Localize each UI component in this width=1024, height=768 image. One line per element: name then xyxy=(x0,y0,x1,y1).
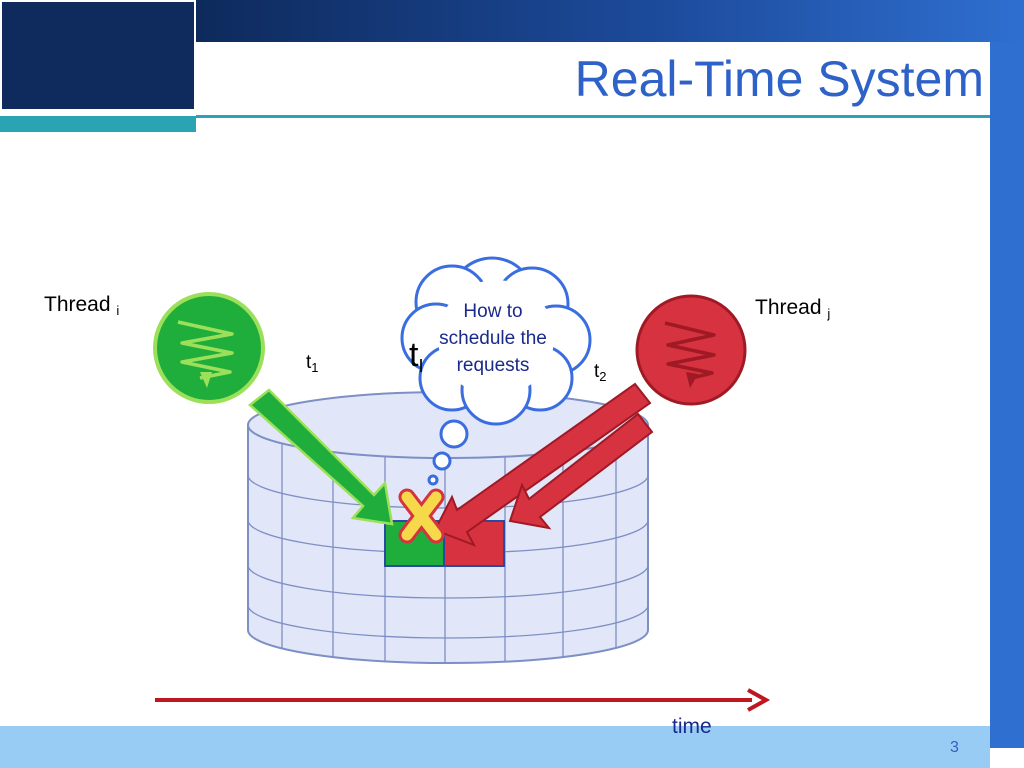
arrow-thread-j-1 xyxy=(433,382,652,547)
time-axis-label: time xyxy=(672,715,712,738)
slide-title: Real-Time System xyxy=(574,51,984,107)
thought-cloud xyxy=(400,256,592,486)
thread-i-label: Thread i xyxy=(44,293,120,318)
header-gradient-bar xyxy=(196,0,1024,42)
page-number: 3 xyxy=(950,739,959,756)
t1-label: t1 xyxy=(306,352,319,375)
thread-j-icon xyxy=(635,294,747,406)
conflict-x-icon xyxy=(398,488,445,544)
arrow-thread-j-2 xyxy=(508,412,654,530)
cloud-question-text: How to schedule the requests xyxy=(439,301,547,376)
header-divider-line xyxy=(196,115,1024,118)
partial-t-label: tI xyxy=(409,336,424,376)
thread-j-label: Thread j xyxy=(755,296,831,321)
t2-label: t2 xyxy=(594,361,607,384)
right-side-bar xyxy=(990,42,1024,748)
header-accent-block xyxy=(0,116,196,132)
logo-box xyxy=(0,0,196,112)
footer-bar xyxy=(0,726,990,768)
thread-i-icon xyxy=(153,292,265,404)
arrow-thread-i xyxy=(248,388,394,526)
time-arrow xyxy=(155,688,771,712)
